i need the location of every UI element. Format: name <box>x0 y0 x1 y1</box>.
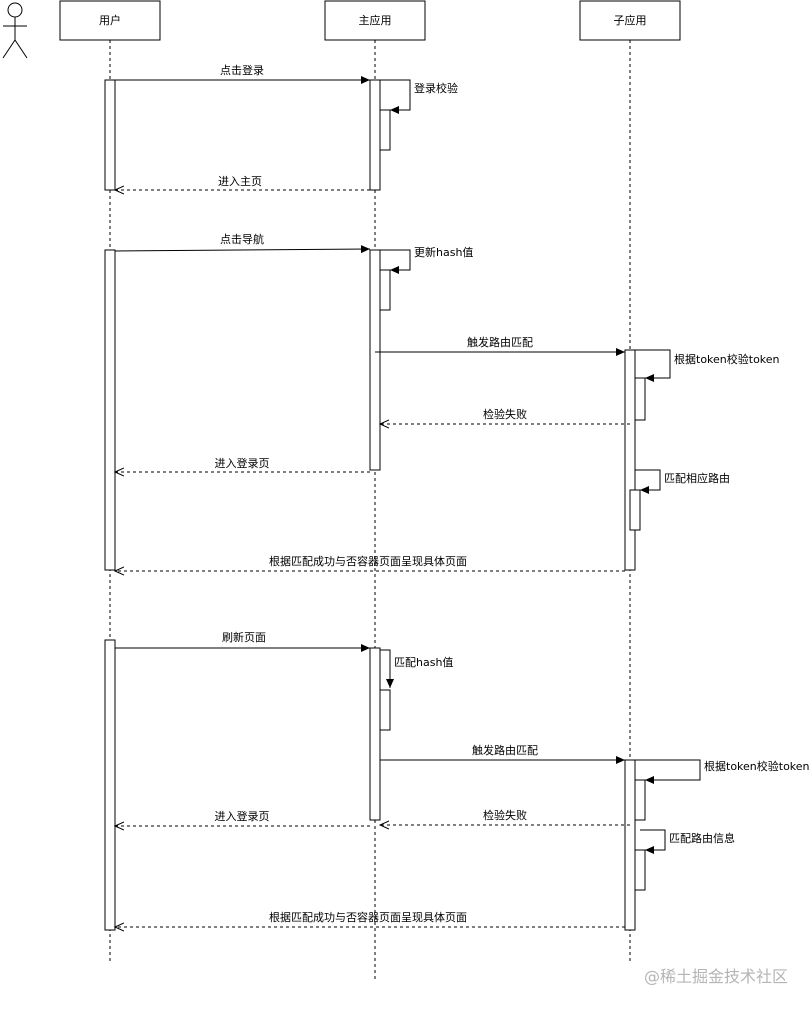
actor-icon <box>2 2 28 59</box>
message-check-failed-1: 检验失败 <box>483 407 527 421</box>
participant-main-app-label: 主应用 <box>359 13 392 27</box>
message-enter-login-1: 进入登录页 <box>215 456 270 470</box>
message-check-failed-2: 检验失败 <box>483 808 527 822</box>
self-arrow-match-route <box>635 469 661 494</box>
activation-main-1 <box>369 79 381 191</box>
participant-user-label: 用户 <box>99 13 121 27</box>
activation-main-3-self <box>379 689 391 731</box>
message-match-route: 匹配相应路由 <box>664 471 730 485</box>
self-arrow-match-hash <box>380 649 394 688</box>
message-render-1: 根据匹配成功与否容器页面呈现具体页面 <box>269 554 467 568</box>
activation-sub-3-route <box>634 849 646 891</box>
message-trigger-route-1: 触发路由匹配 <box>467 335 533 349</box>
message-token-check-1: 根据token校验token <box>674 352 780 366</box>
message-update-hash: 更新hash值 <box>414 245 473 259</box>
message-click-nav: 点击导航 <box>220 232 264 246</box>
message-arrow-click-nav <box>114 245 371 254</box>
message-enter-home: 进入主页 <box>218 175 262 188</box>
participant-user-box <box>59 0 161 41</box>
message-enter-login-2: 进入登录页 <box>215 809 270 823</box>
activation-main-1-self <box>379 109 391 151</box>
self-arrow-token-check-2 <box>635 759 701 784</box>
message-render-2: 根据匹配成功与否容器页面呈现具体页面 <box>269 910 467 924</box>
activation-sub-3 <box>624 759 636 931</box>
message-click-login: 点击登录 <box>220 63 264 77</box>
activation-main-2 <box>369 249 381 471</box>
self-arrow-token-check-1 <box>635 349 671 382</box>
activation-user-1 <box>104 79 116 191</box>
message-refresh-page: 刷新页面 <box>222 630 266 644</box>
message-token-check-2: 根据token校验token <box>704 759 810 773</box>
message-login-check: 登录校验 <box>414 81 458 95</box>
activation-user-3 <box>104 639 116 931</box>
activation-sub-3-self <box>634 779 646 821</box>
message-match-route-info: 匹配路由信息 <box>669 831 735 845</box>
activation-user-2 <box>104 249 116 571</box>
self-arrow-update-hash <box>380 249 411 274</box>
self-arrow-match-route-info <box>640 829 666 854</box>
message-trigger-route-2: 触发路由匹配 <box>472 743 538 757</box>
participant-sub-app-box <box>579 0 681 41</box>
activation-main-3 <box>369 647 381 821</box>
participant-sub-app-label: 子应用 <box>614 13 647 27</box>
message-match-hash: 匹配hash值 <box>394 656 453 669</box>
watermark: @稀土掘金技术社区 <box>643 967 788 986</box>
activation-sub-2 <box>624 349 636 571</box>
activation-sub-2-route <box>629 489 641 531</box>
activation-main-2-self <box>379 269 391 311</box>
self-arrow-login-check <box>380 79 411 114</box>
participant-main-app-box <box>324 0 426 41</box>
activation-sub-2-self <box>634 377 646 421</box>
